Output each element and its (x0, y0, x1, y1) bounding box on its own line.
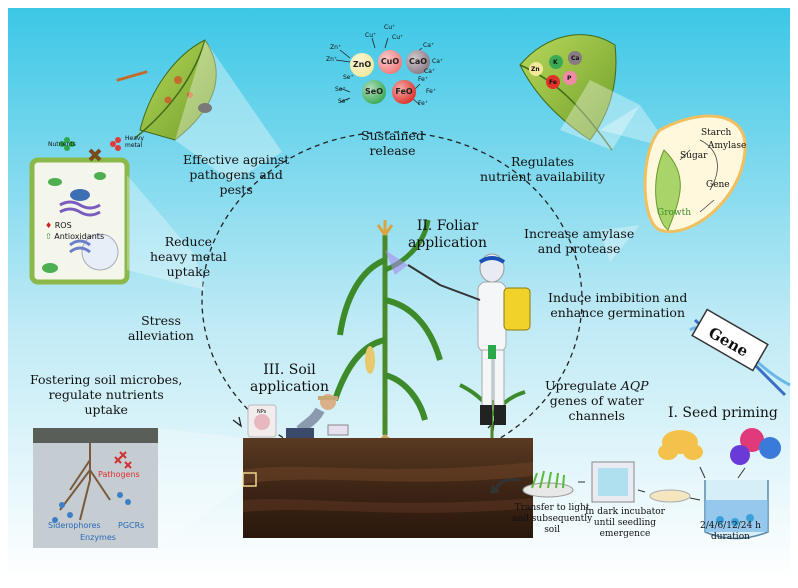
cell-antioxidants-label: ⇧ Antioxidants (45, 232, 104, 241)
bag-label: NPs (257, 409, 266, 415)
label-soil-application: III. Soil application (250, 362, 329, 396)
leaf-fe-label: Fe (549, 79, 557, 86)
seo-label: SeO (362, 87, 386, 96)
leaf-zn-label: Zn (531, 66, 540, 73)
ion-cu-2: Cu⁺ (384, 24, 395, 31)
seed-gene-label: Gene (706, 180, 730, 191)
label-upregulate-aqp: Upregulate AQP genes of water channels (545, 378, 649, 423)
ion-se-1: Se⁺ (343, 74, 354, 81)
cuo-label: CuO (378, 57, 402, 66)
cell-nutrients-label: Nutrients (48, 141, 76, 148)
ion-fe-1: Fe⁺ (418, 76, 428, 83)
ion-ca-1: Ca⁺ (423, 42, 434, 49)
seed-growth-label: Growth (657, 208, 691, 219)
label-regulates-nutrient: Regulates nutrient availability (480, 154, 605, 184)
leaf-ca-label: Ca (571, 55, 579, 62)
label-seed-priming: I. Seed priming (668, 405, 778, 422)
ion-fe-3: Fe⁺ (418, 100, 428, 107)
soil-pathogens-label: Pathogens (98, 470, 140, 479)
ion-cu-1: Cu⁺ (365, 32, 376, 39)
ion-ca-2: Ca⁺ (432, 58, 443, 65)
soil-pgcrs-label: PGCRs (118, 521, 144, 530)
ion-zn-1: Zn⁺ (330, 44, 341, 51)
process-step-transfer: Transfer to light and subsequently soil (512, 503, 592, 536)
label-stress-alleviation: Stress alleviation (128, 313, 194, 343)
leaf-k-label: K (553, 59, 558, 66)
ion-se-3: Se⁺ (338, 98, 349, 105)
ion-fe-2: Fe⁺ (426, 88, 436, 95)
zno-label: ZnO (350, 60, 374, 69)
ion-cu-3: Cu⁺ (392, 34, 403, 41)
cell-ros-label: ♦ ROS (45, 221, 72, 230)
seed-starch-label: Starch (701, 128, 731, 139)
label-fostering-soil-microbes: Fostering soil microbes, regulate nutrie… (30, 372, 182, 417)
soil-siderophores-label: Siderophores (48, 521, 101, 530)
feo-label: FeO (392, 87, 416, 96)
seed-sugar-label: Sugar (680, 151, 707, 162)
label-increase-amylase: Increase amylase and protease (524, 226, 634, 256)
cao-label: CaO (406, 57, 430, 66)
ion-zn-2: Zn⁺ (326, 56, 337, 63)
soil-enzymes-label: Enzymes (80, 533, 116, 542)
seed-amylase-label: Amylase (708, 141, 746, 152)
soil-block (243, 438, 533, 538)
label-foliar-application: II. Foliar application (408, 218, 487, 252)
label-reduce-heavy-metal: Reduce heavy metal uptake (150, 234, 227, 279)
label-sustained-release: Sustained release (361, 128, 424, 158)
label-induce-imbibition: Induce imbibition and enhance germinatio… (548, 290, 687, 320)
leaf-p-label: P (567, 75, 571, 82)
ion-ca-3: Ca⁺ (424, 68, 435, 75)
label-effective-against-pathogens: Effective against pathogens and pests (183, 152, 289, 197)
ion-se-2: Se⁺ (335, 86, 346, 93)
process-step-incubator: In dark incubator until seedling emergen… (585, 507, 665, 540)
cell-heavy-metal-label: Heavy metal (125, 135, 144, 149)
process-step-duration: 2/4/6/12/24 h duration (700, 521, 761, 543)
